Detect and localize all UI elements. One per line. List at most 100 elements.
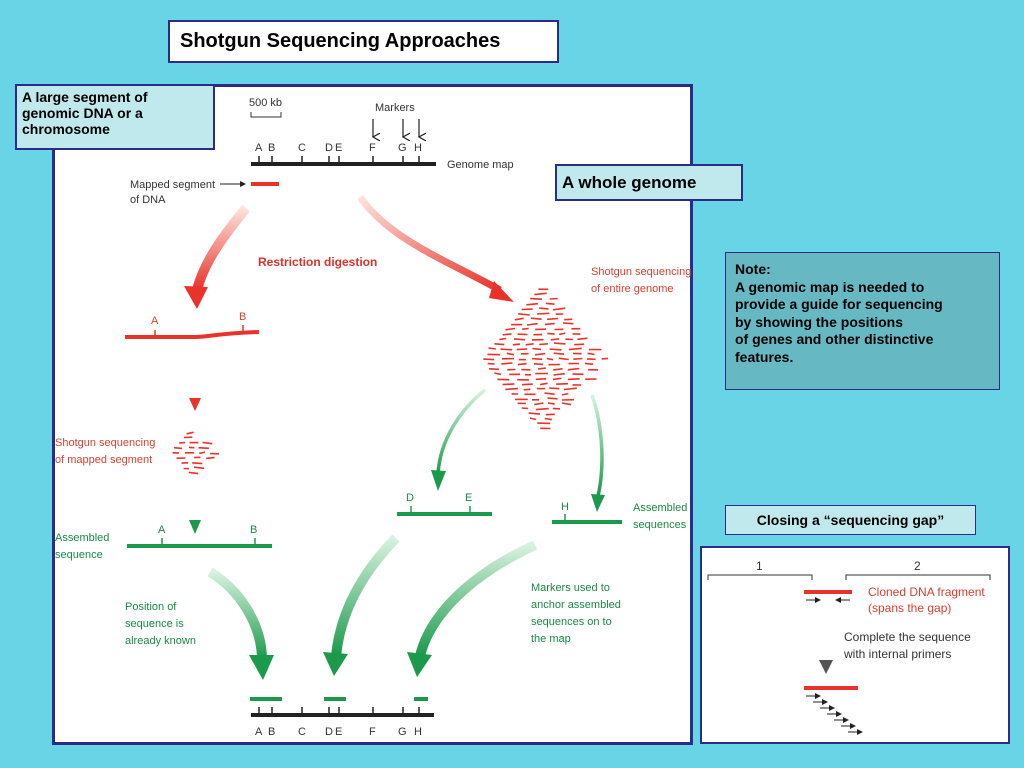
dna-fragment: [506, 352, 515, 356]
cloned-fragment-label-2: (spans the gap): [868, 601, 951, 615]
dna-fragment: [206, 456, 215, 460]
caption-large-segment: A large segment of genomic DNA or a chro…: [15, 84, 215, 150]
dna-fragment: [532, 347, 542, 351]
h-label: H: [561, 501, 569, 513]
dna-fragment: [535, 407, 549, 411]
shotgun-mapped-label-1: Shotgun sequencing: [55, 437, 155, 449]
dna-fragment: [547, 397, 558, 400]
dna-fragment: [574, 343, 585, 346]
markers-used-4: the map: [531, 633, 571, 645]
restriction-digestion-label: Restriction digestion: [258, 255, 377, 269]
dna-fragment: [202, 441, 213, 445]
cloned-fragment-top: [804, 590, 852, 603]
svg-text:H: H: [414, 726, 422, 738]
svg-text:A: A: [255, 142, 263, 154]
dna-fragment: [494, 343, 505, 346]
green-arrow-to-de: [431, 388, 487, 491]
primer-arrow-head: [836, 711, 842, 717]
svg-text:C: C: [298, 726, 306, 738]
dna-fragment: [530, 297, 543, 300]
red-fragment-ab: [125, 330, 260, 339]
green-arrow-small: [189, 490, 201, 534]
marker-arrows: [373, 119, 419, 137]
svg-text:G: G: [398, 142, 407, 154]
red-arrow-left: [184, 204, 250, 309]
primer-arrow-head: [829, 705, 835, 711]
dna-fragment: [584, 362, 594, 365]
dna-fragment: [174, 446, 183, 450]
dna-fragment: [512, 343, 520, 346]
svg-text:H: H: [414, 142, 422, 154]
svg-text:E: E: [335, 142, 342, 154]
dna-fragment: [500, 348, 513, 351]
genome-map-letters-bottom: A B C D E F G H: [255, 726, 422, 738]
assembled-a-label: A: [158, 524, 166, 536]
dna-fragment: [567, 378, 580, 381]
fragment-a-label: A: [151, 315, 159, 327]
position-known-3: already known: [125, 635, 196, 647]
scale-label: 500 kb: [249, 97, 282, 109]
dna-fragment: [526, 322, 538, 326]
green-arrow-to-h: [590, 394, 605, 512]
genome-map-letters-top: A B C D E F G H: [255, 142, 422, 154]
dna-fragment: [489, 368, 500, 371]
dna-fragment: [550, 338, 560, 341]
dna-fragment: [553, 342, 566, 345]
dna-fragment: [553, 372, 565, 376]
dna-fragment: [549, 348, 562, 351]
primer-arrow-head: [850, 723, 856, 729]
primer-arrow-head: [857, 729, 863, 735]
note-heading: Note:: [735, 261, 771, 277]
shotgun-fragments-large: [483, 288, 609, 430]
big-green-arrow-left: [207, 567, 274, 680]
assembled-b-label: B: [250, 524, 257, 536]
primer-arrow-head: [815, 693, 821, 699]
dna-fragment: [539, 307, 549, 310]
assembled-sequence-h: [552, 514, 622, 524]
dna-fragment: [532, 357, 543, 361]
dna-fragment: [539, 343, 548, 346]
dna-fragment: [546, 357, 554, 361]
dna-fragment: [561, 392, 569, 396]
dna-fragment: [562, 322, 574, 325]
dna-fragment: [522, 327, 529, 330]
dna-fragment: [188, 471, 199, 475]
assembled-sequences-label-1: Assembled: [633, 502, 687, 514]
dna-fragment: [544, 417, 553, 421]
dna-fragment: [537, 367, 546, 370]
shotgun-entire-label-2: of entire genome: [591, 283, 674, 295]
dna-fragment: [514, 317, 524, 321]
dna-fragment: [535, 378, 547, 381]
dna-fragment: [573, 357, 583, 360]
dna-fragment: [528, 412, 541, 415]
svg-text:F: F: [369, 726, 376, 738]
dna-fragment: [533, 363, 544, 366]
dna-fragment: [529, 417, 537, 421]
contig-2-label: 2: [914, 559, 921, 573]
genome-map-label: Genome map: [447, 159, 514, 171]
dna-fragment: [564, 318, 573, 321]
markers-used-2: anchor assembled: [531, 599, 621, 611]
dna-fragment: [534, 352, 546, 356]
markers-used-3: sequences on to: [531, 616, 612, 628]
dna-fragment: [525, 343, 534, 346]
note-body: A genomic map is needed to provide a gui…: [735, 278, 943, 365]
complete-sequence-label-1: Complete the sequence: [844, 630, 971, 644]
dna-fragment: [192, 462, 203, 465]
dna-fragment: [513, 338, 526, 341]
caption-whole-genome: A whole genome: [555, 164, 743, 201]
fragment-b-label: B: [239, 311, 246, 323]
page-title: Shotgun Sequencing Approaches: [168, 20, 559, 63]
big-green-arrow-middle: [323, 534, 400, 676]
dna-fragment: [539, 382, 548, 386]
dna-fragment: [534, 292, 547, 296]
dna-fragment: [559, 332, 566, 336]
dna-fragment: [483, 358, 495, 361]
contig-1-label: 1: [756, 559, 763, 573]
internal-primer-arrows: [806, 693, 863, 735]
dna-fragment: [199, 451, 206, 455]
complete-sequence-label-2: with internal primers: [843, 647, 951, 661]
dna-fragment: [544, 392, 555, 395]
gap-figure-panel: [700, 546, 1010, 744]
